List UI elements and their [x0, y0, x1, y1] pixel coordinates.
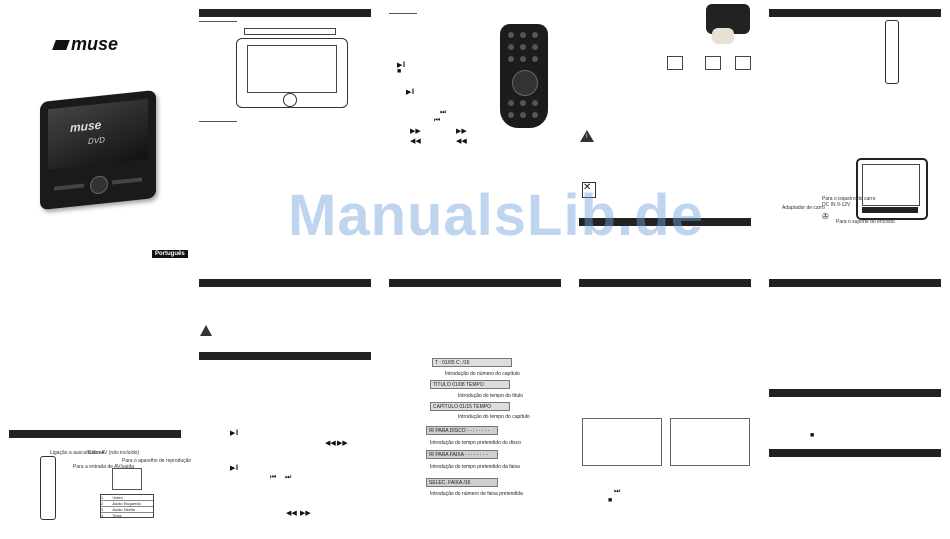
- side-device-diagram: [40, 456, 56, 520]
- muse-logo: muse: [52, 34, 119, 55]
- language-tag: Português: [152, 250, 188, 258]
- chapter-dialog: T : 01/05 C: /16: [432, 358, 512, 367]
- section-bar: [389, 279, 561, 287]
- front-view-diagram: [236, 38, 348, 108]
- fast-forward-icon: ▶▶: [300, 510, 311, 517]
- chapter-time-dialog: CAPÍTULO 01/15 TEMPO: [430, 402, 510, 411]
- crossed-bin-icon: [582, 182, 596, 198]
- section-bar: [199, 352, 371, 360]
- remote-control: [500, 24, 548, 128]
- track-number-caption: Introdução do número de faixa pretendida: [430, 491, 523, 497]
- stop-icon: ■: [397, 68, 402, 75]
- chapter-caption: Introdução do número do capítulo: [445, 371, 520, 377]
- rewind-icon: ◀◀: [325, 440, 336, 447]
- prev-icon: ⏮: [434, 117, 441, 124]
- next-icon: ⏭: [285, 474, 292, 481]
- section-bar: [199, 9, 371, 17]
- fast-forward-icon: ▶▶: [456, 128, 467, 135]
- play-pause-icon: ▶‖: [397, 62, 406, 69]
- logo-mark: [52, 40, 70, 50]
- player-controls: [90, 174, 108, 195]
- play-pause-icon: ▶‖: [230, 430, 239, 437]
- next-icon: ⏭: [614, 488, 621, 495]
- section-bar: [769, 279, 941, 287]
- rewind-icon: ◀◀: [410, 138, 421, 145]
- section-bar: [9, 430, 181, 438]
- dvd-player-photo: muse DVD: [40, 89, 156, 211]
- section-bar: [769, 389, 941, 397]
- program-table-2: [670, 418, 750, 466]
- program-table-1: [582, 418, 662, 466]
- label-lighter: Para o isqueiro do carro: [822, 196, 876, 202]
- subheading-rule: [389, 13, 417, 14]
- disc-time-caption: Introdução do tempo pretendido do disco: [430, 440, 521, 446]
- section-bar: [579, 279, 751, 287]
- stop-icon: ■: [810, 432, 815, 439]
- section-bar: [199, 279, 371, 287]
- section-bar: [769, 449, 941, 457]
- rewind-icon: ◀◀: [286, 510, 297, 517]
- connector-block: [112, 468, 142, 490]
- label-to-device: Para o aparelho de reprodução: [122, 458, 192, 464]
- rewind-icon: ◀◀: [456, 138, 467, 145]
- stop-icon: ■: [608, 497, 613, 504]
- chapter-time-caption: Introdução do tempo do capítulo: [458, 414, 530, 420]
- warning-icon: [580, 130, 594, 142]
- side-view-diagram: [885, 20, 899, 84]
- track-number-dialog: SELEC. FAIXA /16: [426, 478, 498, 487]
- next-icon: ⏭: [440, 109, 447, 116]
- player-screen: muse DVD: [48, 98, 148, 170]
- label-headphones: Ligação a auscultadores: [50, 450, 105, 456]
- label-to-screen: Para a entrada de AV/saída: [73, 464, 135, 470]
- steering-wheel-icon: ✇: [822, 212, 829, 221]
- label-av-cable: Cabo AV (não incluído): [88, 450, 140, 456]
- section-bar: [579, 218, 751, 226]
- title-time-dialog: TÍTULO 01/08 TEMPO: [430, 380, 510, 389]
- warning-heat-icon: [200, 325, 212, 336]
- track-time-dialog: IR PARA FAIXA - - : - - : - -: [426, 450, 498, 459]
- watermark: ManualsLib.de: [288, 183, 704, 248]
- warning-mark: !: [586, 134, 588, 140]
- prev-icon: ⏮: [270, 474, 277, 481]
- legend-table: 1 Vídeo 2 Áudio Esquerdo 3 Áudio Direito…: [100, 494, 154, 518]
- crossed-bin-mark: ✕: [583, 182, 592, 193]
- battery-diagram-3: [735, 56, 751, 70]
- screen-logo: muse: [70, 117, 102, 135]
- play-pause-icon: ▶‖: [230, 465, 239, 472]
- top-view-diagram: [244, 28, 336, 35]
- title-time-caption: Introdução do tempo do título: [458, 393, 524, 399]
- hand-photo: [712, 28, 734, 44]
- logo-text: muse: [71, 34, 119, 54]
- disc-time-dialog: IR PARA DISCO - - : - - : - -: [426, 426, 498, 435]
- player-buttons-right: [112, 177, 142, 185]
- section-bar: [769, 9, 941, 17]
- label-dc-in: DC IN 9-12V: [822, 202, 851, 208]
- play-pause-icon: ▶‖: [406, 89, 415, 96]
- fast-forward-icon: ▶▶: [410, 128, 421, 135]
- subheading-rule: [199, 21, 237, 22]
- fast-forward-icon: ▶▶: [337, 440, 348, 447]
- player-buttons-left: [54, 183, 84, 191]
- track-time-caption: Introdução do tempo pretendido da faixa: [430, 464, 520, 470]
- battery-diagram-2: [705, 56, 721, 70]
- car-screen-diagram: [856, 158, 928, 220]
- label-headrest: Para o suporte do encosto: [836, 219, 895, 225]
- battery-diagram-1: [667, 56, 683, 70]
- label-adapter: Adaptador de carro: [782, 205, 825, 211]
- screen-dvd: DVD: [88, 135, 105, 147]
- subheading-rule: [199, 121, 237, 122]
